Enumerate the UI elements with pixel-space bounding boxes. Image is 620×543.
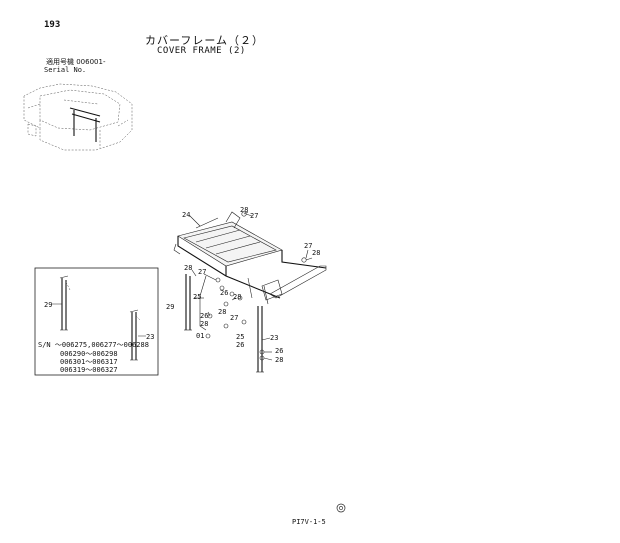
bolt-group [205, 211, 313, 361]
callout-27: 27 [198, 268, 206, 276]
inset-detail-box: 29 23 S/N ～006275,006277～006288 006290～0… [34, 267, 159, 376]
callout-28: 28 [200, 320, 208, 328]
callout-29: 29 [166, 303, 174, 311]
callout-01: 01 [196, 332, 204, 340]
registration-mark-icon [336, 503, 346, 513]
title-japanese: カバーフレーム（２） [145, 34, 265, 47]
top-frame-plate [177, 221, 283, 267]
callout-27: 27 [250, 212, 258, 220]
machine-thumbnail [23, 83, 133, 151]
callout-28: 28 [275, 356, 283, 364]
inset-serial-line-2: 006290～006298 [60, 350, 118, 358]
callout-23: 23 [270, 334, 278, 342]
callout-26: 26 [236, 341, 244, 349]
inset-callout-23: 23 [146, 333, 154, 341]
callout-25: 25 [236, 333, 244, 341]
inset-serial-line-1: S/N ～006275,006277～006288 [38, 341, 149, 349]
callout-25: 25 [193, 293, 201, 301]
side-rail [269, 265, 327, 299]
footer-code: PI7V-1-5 [292, 518, 326, 526]
serial-label-japanese: 適用号機 006001- [46, 58, 106, 66]
callout-26: 26 [220, 289, 228, 297]
page-number: 193 [44, 20, 61, 30]
pillar-23 [257, 306, 263, 372]
callout-27: 27 [304, 242, 312, 250]
callout-26: 26 [275, 347, 283, 355]
cover-frame-assembly: 24 28 27 27 28 28 27 29 25 26 28 28 26 2… [166, 206, 327, 373]
callout-28: 28 [312, 249, 320, 257]
inset-callout-29: 29 [44, 301, 52, 309]
callout-27: 27 [230, 314, 238, 322]
leader-lines [189, 211, 309, 361]
brace-25 [199, 275, 207, 331]
inset-serial-line-3: 006301～006317 [60, 358, 118, 366]
callout-28: 28 [218, 308, 226, 316]
callout-28: 28 [184, 264, 192, 272]
pillar-29 [185, 274, 191, 330]
callout-24: 24 [182, 211, 190, 219]
serial-label-english: Serial No. [44, 66, 87, 74]
callout-28: 28 [240, 206, 248, 214]
callout-26: 26 [200, 312, 208, 320]
callout-28: 28 [233, 293, 241, 301]
inset-serial-line-4: 006319～006327 [60, 366, 118, 374]
title-english: COVER FRAME (2) [157, 46, 246, 56]
